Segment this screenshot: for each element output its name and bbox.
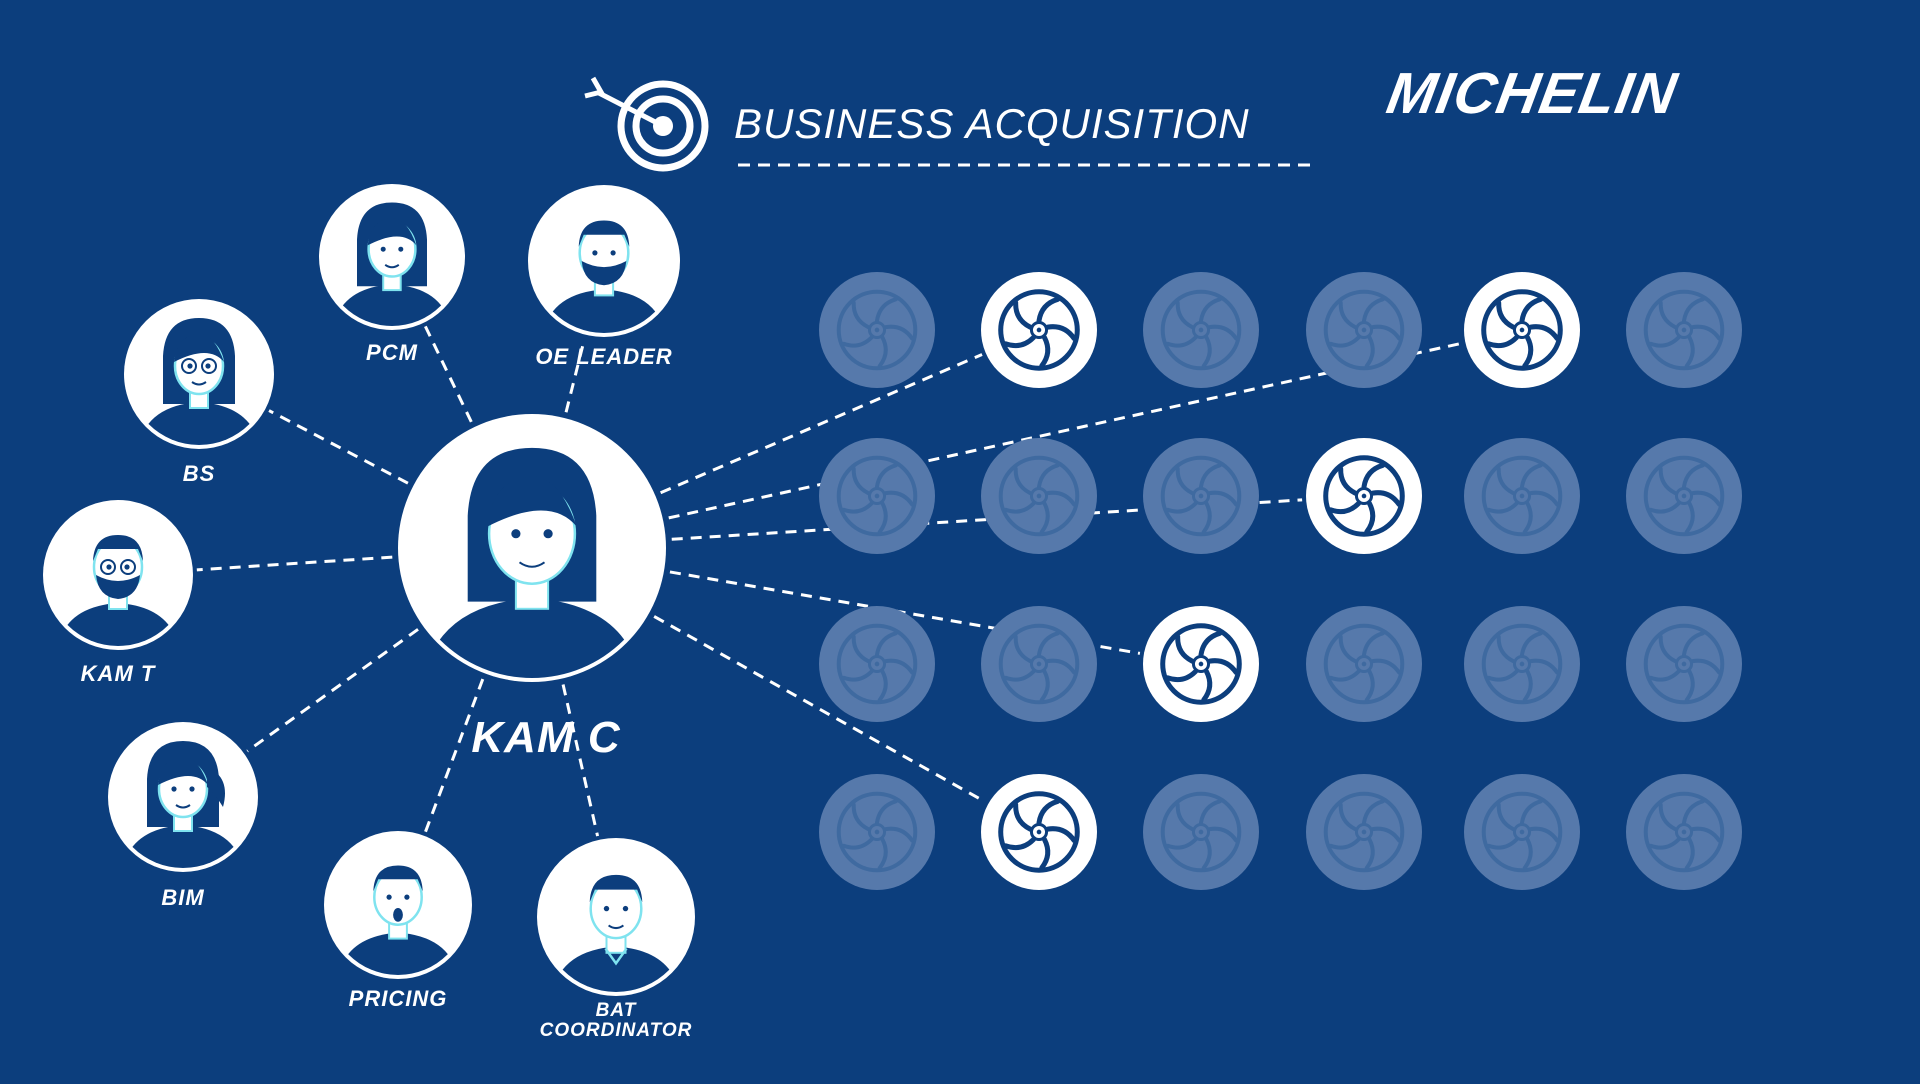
connector-tire-r0-c4 — [668, 341, 1462, 520]
center-label-kam-c: KAM C — [471, 713, 621, 762]
label-oe-leader: OE LEADER — [535, 344, 673, 369]
connector-tire-r1-c3 — [671, 498, 1303, 541]
tire-icon — [819, 774, 935, 890]
target-arrow-icon — [584, 76, 709, 172]
avatar-bim — [108, 722, 258, 872]
tire-icon — [819, 438, 935, 554]
tire-icon — [1306, 272, 1422, 388]
connector-pcm — [424, 325, 473, 423]
tire-icon — [1626, 774, 1742, 890]
avatar-kam-c — [398, 414, 666, 682]
tire-icon — [1464, 438, 1580, 554]
connector-pricing — [424, 678, 485, 833]
tire-icon — [1626, 438, 1742, 554]
tire-icon — [1306, 606, 1422, 722]
connector-lines — [196, 325, 1462, 837]
tire-icon-highlighted — [1306, 438, 1422, 554]
tire-icon — [1306, 774, 1422, 890]
label-pcm: PCM — [366, 340, 418, 365]
connector-tire-r0-c1 — [660, 353, 983, 495]
label-bat-coordinator: BAT COORDINATOR — [540, 1001, 693, 1041]
avatar-bs — [124, 299, 274, 449]
tire-icon — [1143, 774, 1259, 890]
connector-bim — [246, 628, 419, 753]
people-nodes — [43, 184, 695, 996]
tire-icon — [819, 606, 935, 722]
tire-icon-highlighted — [1143, 606, 1259, 722]
tire-grid — [819, 272, 1742, 890]
tire-icon-highlighted — [1464, 272, 1580, 388]
tire-icon — [1626, 272, 1742, 388]
page-title: BUSINESS ACQUISITION — [734, 100, 1250, 147]
tire-icon — [1626, 606, 1742, 722]
tire-icon-highlighted — [981, 272, 1097, 388]
connector-kam-t — [196, 555, 393, 572]
avatar-oe-leader — [528, 185, 680, 337]
connector-tire-r3-c1 — [653, 615, 986, 804]
connector-bs — [268, 409, 409, 485]
tire-icon — [1464, 606, 1580, 722]
label-pricing: PRICING — [348, 986, 448, 1011]
connector-oe-leader — [564, 338, 586, 413]
tire-icon — [819, 272, 935, 388]
avatar-bat-coordinator — [537, 838, 695, 996]
label-bat-coordinator-line-1: BAT — [595, 1000, 637, 1021]
avatar-kam-t — [43, 500, 193, 650]
tire-icon — [1143, 438, 1259, 554]
tire-icon — [1464, 774, 1580, 890]
michelin-logo: MICHELIN — [1382, 61, 1683, 126]
label-kam-t: KAM T — [80, 661, 156, 686]
avatar-pricing — [324, 831, 472, 979]
label-bat-coordinator-line-2: COORDINATOR — [539, 1020, 693, 1041]
label-bim: BIM — [161, 885, 205, 910]
avatar-pcm — [319, 184, 465, 330]
tire-icon — [981, 438, 1097, 554]
connector-bat-coordinator — [561, 684, 600, 837]
tire-icon — [1143, 272, 1259, 388]
connector-tire-r2-c2 — [669, 570, 1141, 655]
tire-icon — [981, 606, 1097, 722]
label-bs: BS — [182, 461, 216, 486]
tire-icon-highlighted — [981, 774, 1097, 890]
